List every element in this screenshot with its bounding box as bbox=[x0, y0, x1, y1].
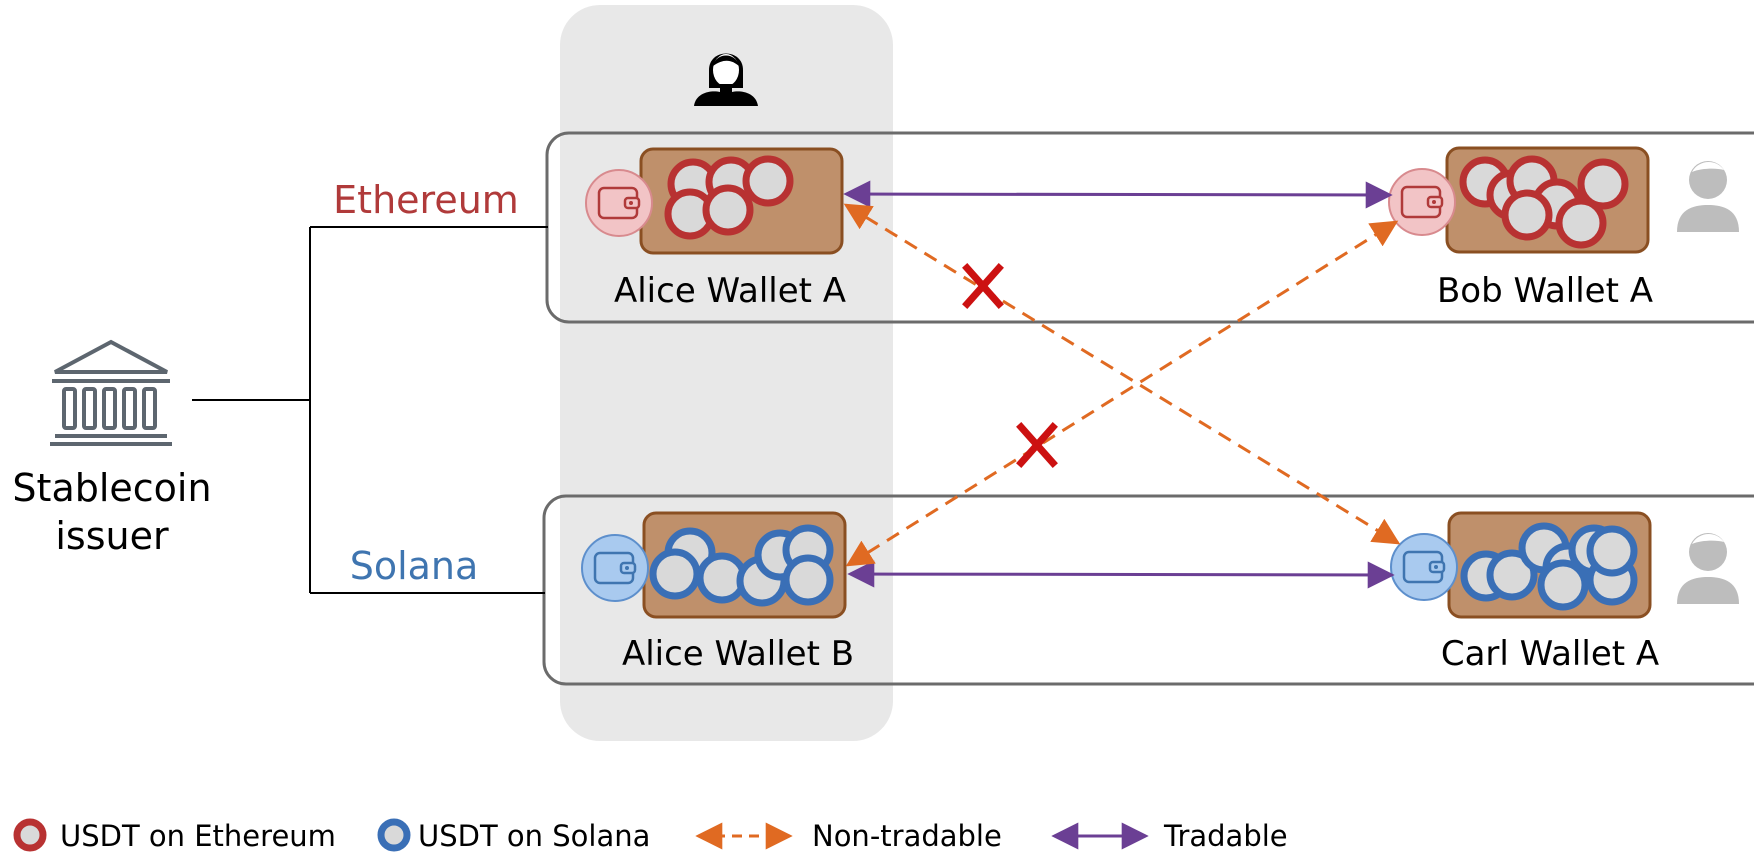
bob-wallet-a-label: Bob Wallet A bbox=[1437, 271, 1653, 311]
legend-nontradable-label: Non-tradable bbox=[812, 819, 1002, 853]
blocked-cross-icon bbox=[962, 263, 1004, 309]
sol-coin-icon bbox=[649, 548, 701, 600]
legend: USDT on Ethereum USDT on Solana Non-trad… bbox=[13, 818, 1288, 853]
sol-coin-icon bbox=[1586, 525, 1638, 577]
eth-coin-icon bbox=[702, 184, 754, 236]
sol-coin-icon bbox=[782, 554, 834, 606]
eth-coin-icon bbox=[1501, 189, 1553, 241]
legend-sol-label: USDT on Solana bbox=[418, 819, 650, 853]
alice-wallet-b-label: Alice Wallet B bbox=[622, 634, 854, 674]
bob-wallet-a-group bbox=[1388, 146, 1650, 254]
blocked-cross-icon bbox=[1016, 422, 1058, 468]
alice-wallet-a-group bbox=[585, 147, 844, 255]
legend-sol-coin-icon bbox=[377, 818, 411, 852]
eth-coin-icon bbox=[742, 155, 794, 207]
ethereum-chain-label: Ethereum bbox=[333, 178, 519, 222]
legend-tradable-label: Tradable bbox=[1163, 819, 1288, 853]
carl-user-icon bbox=[1677, 533, 1739, 604]
wallet-badge-icon bbox=[1388, 168, 1456, 236]
alice-column-background bbox=[560, 5, 893, 741]
bank-icon bbox=[50, 339, 172, 446]
legend-eth-label: USDT on Ethereum bbox=[60, 819, 336, 853]
sol-coin-icon bbox=[1537, 559, 1589, 611]
issuer-label-line2: issuer bbox=[55, 514, 169, 558]
carl-wallet-a-label: Carl Wallet A bbox=[1441, 634, 1659, 674]
bob-user-icon bbox=[1677, 161, 1739, 232]
carl-wallet-a-group bbox=[1390, 511, 1652, 619]
sol-coin-icon bbox=[1486, 549, 1538, 601]
eth-coin-icon bbox=[1555, 197, 1607, 249]
alice-person-icon bbox=[694, 53, 758, 106]
solana-chain-label: Solana bbox=[350, 544, 479, 588]
nontradable-arrow-alice-a-to-carl-a bbox=[843, 203, 1401, 545]
legend-eth-coin-icon bbox=[13, 818, 47, 852]
issuer-tree bbox=[192, 226, 548, 594]
wallet-badge-icon bbox=[585, 169, 653, 237]
alice-wallet-a-label: Alice Wallet A bbox=[614, 271, 846, 311]
eth-coin-icon bbox=[1577, 158, 1629, 210]
tradable-arrow-ethereum bbox=[843, 180, 1393, 209]
tradable-arrow-solana bbox=[847, 560, 1395, 589]
wallet-badge-icon bbox=[581, 534, 649, 602]
issuer-label-line1: Stablecoin bbox=[12, 466, 211, 510]
alice-wallet-b-group bbox=[581, 511, 847, 619]
wallet-badge-icon bbox=[1390, 533, 1458, 601]
nontradable-arrow-alice-b-to-bob-a bbox=[845, 220, 1399, 567]
